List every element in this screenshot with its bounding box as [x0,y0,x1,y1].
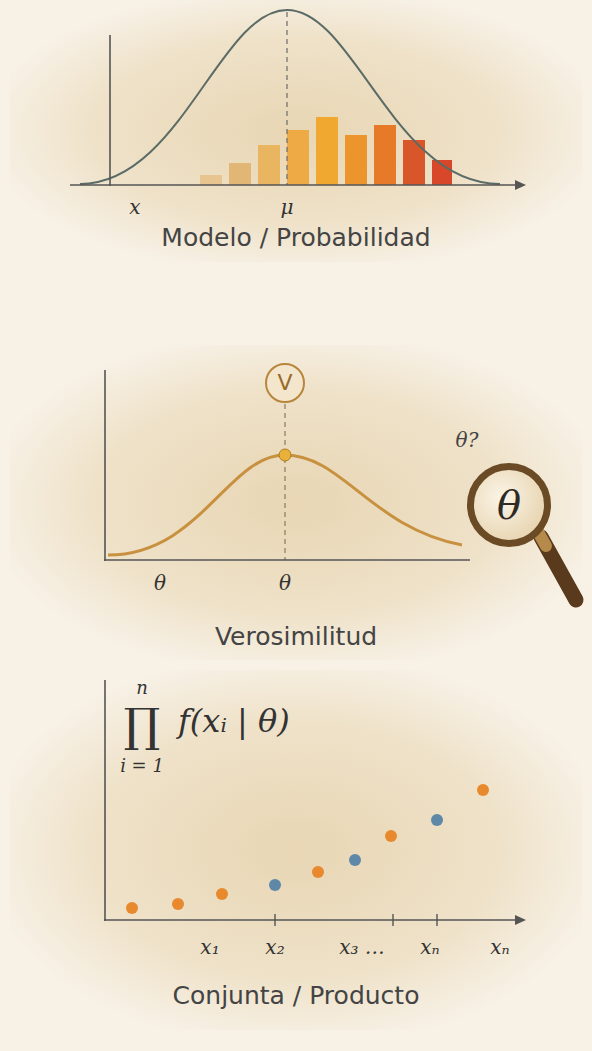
axis [104,370,106,561]
axis-label: μ [281,196,294,218]
circled-letter: V [265,363,305,403]
axis-label: xₙ [490,936,509,958]
panel-ground [10,0,582,262]
axis-label: xₙ [420,936,439,958]
data-points [126,784,489,914]
axis-ticks [275,914,437,926]
arrowhead [515,915,526,925]
axis-label: x₁ [200,936,219,958]
panel-caption: Conjunta / Producto [173,982,420,1010]
axis [104,919,515,921]
magnifier-lens: θ [467,463,551,547]
axis-label: x₂ [265,936,284,958]
max-line [284,404,285,560]
node-text: θ [497,485,521,525]
axis [109,35,111,186]
panel-ground [10,345,582,660]
node-text: V [277,372,292,394]
panel-caption: Modelo / Probabilidad [161,224,430,252]
mean-line [286,12,287,185]
histogram-bars [200,117,452,185]
product-symbol: ∏ [124,700,161,751]
question-label: θ? [456,429,479,451]
max-point [279,449,291,461]
formula: f(xᵢ | θ) [178,704,290,739]
axis [104,559,470,561]
axis-label: x [129,196,140,218]
product-lower: i = 1 [120,756,164,776]
axis [104,680,106,921]
density-curve [80,10,500,184]
axis-label: θ [154,572,166,594]
axis-label: x₃ … [339,936,385,958]
panel-ground [10,670,582,1030]
axis-label: θ [279,572,291,594]
axis [70,184,515,186]
arrowhead [515,180,526,190]
panel-caption: Verosimilitud [215,623,377,651]
product-upper: n [136,678,148,698]
